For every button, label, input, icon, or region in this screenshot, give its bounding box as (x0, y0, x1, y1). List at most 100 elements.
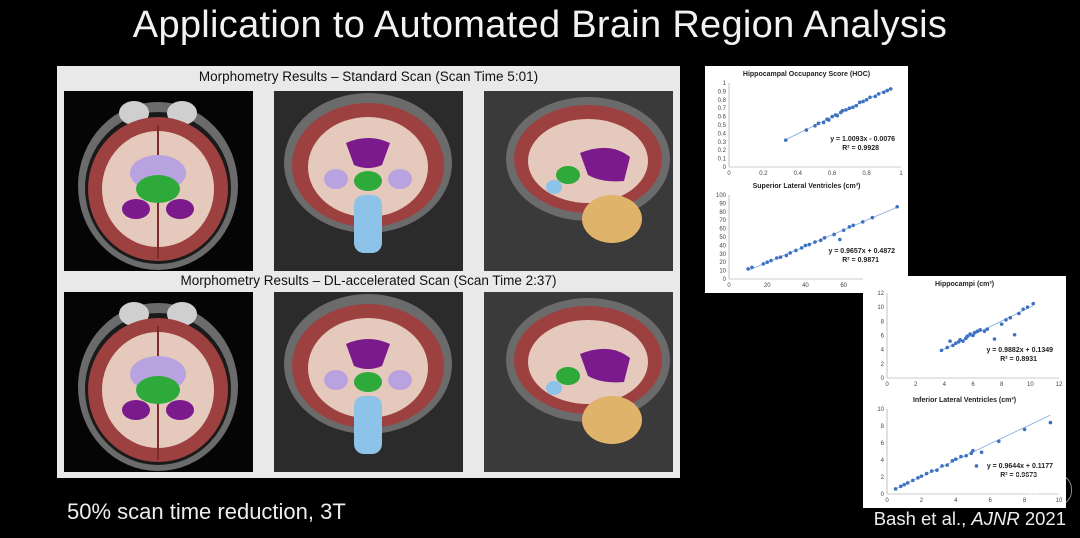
data-point (864, 98, 869, 102)
y-tick-label: 1 (723, 81, 727, 87)
data-point (840, 108, 845, 113)
chart-title: Hippocampi (cm³) (935, 281, 994, 288)
data-point (799, 246, 804, 250)
data-point (1017, 311, 1021, 316)
morphometry-panel: Morphometry Results – Standard Scan (Sca… (57, 66, 680, 478)
scan-time-note: 50% scan time reduction, 3T (67, 499, 346, 524)
data-point (803, 243, 808, 248)
data-point (974, 464, 979, 468)
data-point (975, 329, 980, 334)
region-putamen-right (388, 169, 412, 189)
data-point (893, 487, 898, 491)
data-point (838, 237, 842, 242)
data-point (1031, 301, 1035, 306)
data-point (816, 121, 821, 126)
data-point (847, 225, 852, 229)
region-thalamus (556, 367, 580, 385)
scatter-plot: Hippocampal Occupancy Score (HOC)00.10.2… (718, 71, 904, 177)
y-tick-label: 50 (719, 235, 726, 241)
region-cerebellum (582, 396, 642, 444)
region-thalamus (556, 166, 580, 184)
data-point (835, 113, 840, 118)
y-tick-label: 80 (719, 210, 726, 216)
x-tick-label: 40 (802, 283, 809, 289)
slide-title: Application to Automated Brain Region An… (132, 4, 948, 46)
mri-image (484, 91, 673, 271)
data-point (804, 128, 809, 132)
data-point (1008, 315, 1013, 320)
region-lateral-ventricles (346, 138, 390, 168)
region-putamen-left (324, 169, 348, 189)
data-point (982, 329, 987, 334)
regression-equation: y = 1.0093x - 0.0076 (830, 136, 895, 143)
x-tick-label: 2 (920, 498, 924, 504)
eye-left (119, 302, 149, 326)
data-point (813, 240, 817, 244)
region-putamen-left (324, 370, 348, 390)
region-ventricle-right (166, 400, 194, 420)
data-point (885, 88, 890, 93)
data-point (935, 468, 939, 472)
data-point (948, 339, 952, 343)
standard-scan-caption: Morphometry Results – Standard Scan (Sca… (198, 69, 539, 84)
y-tick-label: 0.2 (718, 148, 727, 154)
data-point (769, 258, 773, 263)
mri-image (78, 302, 238, 471)
data-point (882, 90, 886, 95)
region-basal-ganglia (136, 376, 180, 404)
data-point (971, 448, 975, 453)
r-squared: R² = 0.9871 (842, 257, 879, 264)
watermark-logo: ◎ (996, 474, 1072, 506)
data-point (997, 439, 1001, 444)
x-tick-label: 8 (1000, 382, 1004, 388)
data-point (826, 118, 831, 122)
data-point (832, 232, 836, 237)
data-point (951, 343, 955, 348)
data-point (1012, 332, 1017, 337)
data-point (847, 106, 852, 110)
y-tick-label: 0.4 (718, 131, 727, 137)
data-point (821, 120, 826, 125)
region-lateral-ventricle (580, 348, 630, 383)
y-tick-label: 0 (723, 165, 727, 171)
mri-image (484, 292, 673, 472)
scatter-plot: Inferior Lateral Ventricles (cm³)0246810… (877, 397, 1063, 504)
data-point (746, 267, 750, 271)
y-tick-label: 0.8 (718, 98, 727, 104)
data-point (1022, 427, 1027, 432)
region-lateral-ventricle (580, 147, 630, 182)
data-point (968, 332, 972, 336)
y-tick-label: 6 (881, 334, 885, 340)
data-point (964, 453, 968, 458)
data-point (950, 459, 955, 463)
data-point (954, 341, 958, 346)
y-tick-label: 40 (719, 243, 726, 249)
x-tick-label: 60 (840, 283, 847, 289)
y-tick-label: 4 (881, 348, 885, 354)
y-tick-label: 0.6 (718, 115, 727, 121)
accelerated-scan-caption: Morphometry Results – DL-accelerated Sca… (180, 273, 557, 288)
region-thalamus (354, 171, 382, 191)
y-tick-label: 6 (881, 441, 885, 447)
y-tick-label: 8 (881, 319, 885, 325)
data-point (851, 223, 856, 228)
y-tick-label: 0 (723, 277, 727, 283)
x-tick-label: 4 (943, 382, 947, 388)
data-point (929, 469, 934, 473)
data-point (898, 484, 903, 489)
x-tick-label: 0.2 (759, 171, 768, 177)
data-point (905, 481, 910, 485)
mri-image (274, 292, 463, 472)
data-point (888, 87, 893, 91)
x-tick-label: 2 (914, 382, 918, 388)
r-squared: R² = 0.8931 (1000, 356, 1037, 363)
chart-title: Inferior Lateral Ventricles (cm³) (913, 397, 1016, 404)
data-point (895, 204, 899, 209)
data-point (958, 337, 962, 342)
x-tick-label: 0 (727, 283, 731, 289)
regression-equation: y = 0.9882x + 0.1349 (986, 347, 1053, 354)
y-tick-label: 0.5 (718, 123, 727, 129)
data-point (954, 457, 958, 461)
data-point (945, 463, 949, 467)
